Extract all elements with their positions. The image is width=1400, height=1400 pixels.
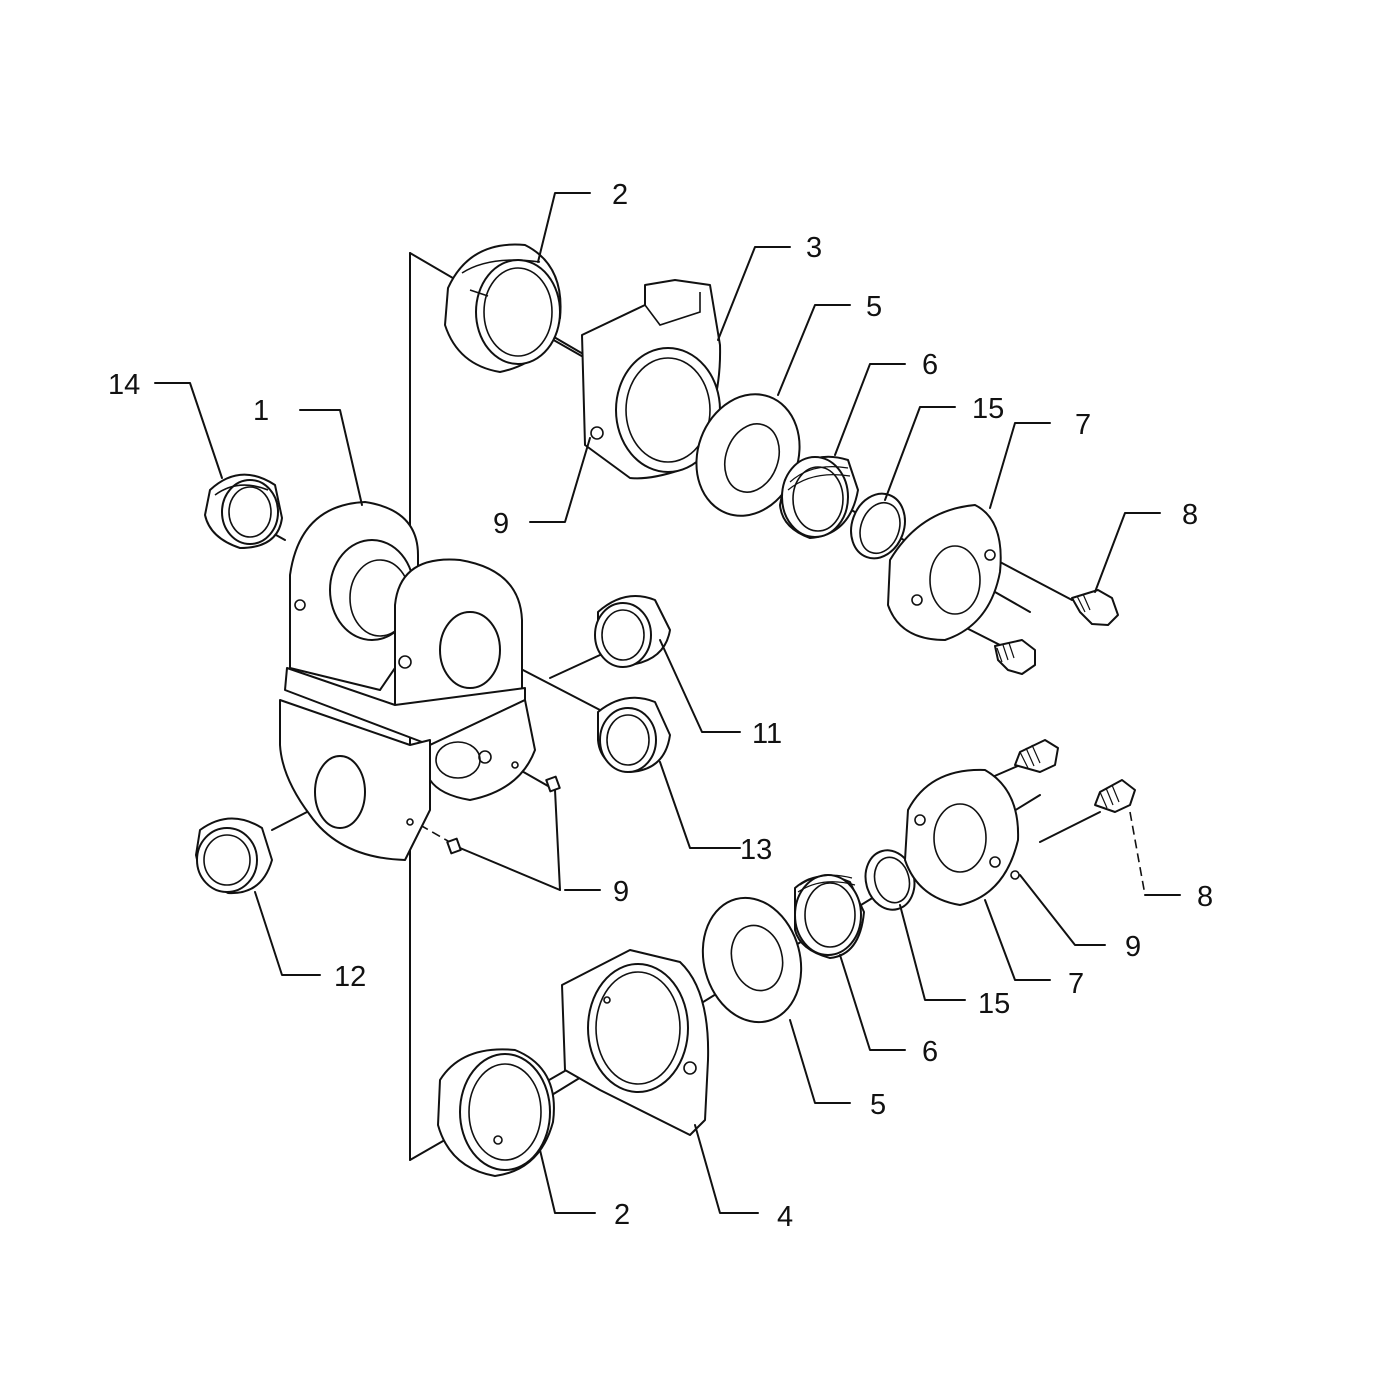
callout-8-lower: 8 xyxy=(1197,881,1213,913)
part-8-bolts-upper xyxy=(994,589,1119,675)
part-6-threaded-ring-lower xyxy=(794,874,865,959)
part-14-bushing xyxy=(204,473,283,549)
part-13-bushing xyxy=(597,696,671,773)
part-7-flange-lower xyxy=(904,768,1020,906)
part-9-set-screws xyxy=(446,775,561,855)
leader-lines xyxy=(154,192,1181,1214)
callout-8-upper: 8 xyxy=(1182,499,1198,531)
part-5-washer-lower xyxy=(701,896,803,1024)
callout-15-upper: 15 xyxy=(972,393,1004,425)
part-15-ring-upper xyxy=(850,492,906,560)
part-6-threaded-ring-upper xyxy=(779,455,859,539)
callout-9-middle: 9 xyxy=(613,876,629,908)
callout-7-upper: 7 xyxy=(1075,409,1091,441)
callout-2-lower: 2 xyxy=(614,1199,630,1231)
part-12-bushing xyxy=(195,817,273,895)
part-4-lower-block xyxy=(561,949,710,1136)
callout-15-lower: 15 xyxy=(978,988,1010,1020)
part-7-flange-upper xyxy=(887,504,1002,641)
callout-labels: 14 1 2 3 5 6 15 7 8 9 11 13 9 12 8 9 7 1… xyxy=(108,179,1213,1233)
callout-9-upper: 9 xyxy=(493,508,509,540)
part-2-bushing-lower xyxy=(437,1048,555,1177)
callout-12: 12 xyxy=(334,961,366,993)
callout-13: 13 xyxy=(740,834,772,866)
callout-5-upper: 5 xyxy=(866,291,882,323)
part-1-clevis-body xyxy=(279,501,536,861)
callout-14: 14 xyxy=(108,369,140,401)
callout-3: 3 xyxy=(806,232,822,264)
part-2-bushing-upper xyxy=(444,243,562,373)
part-8-bolts-lower xyxy=(1014,739,1136,813)
callout-6-upper: 6 xyxy=(922,349,938,381)
part-11-bushing xyxy=(594,595,671,668)
callout-7-lower: 7 xyxy=(1068,968,1084,1000)
callout-4: 4 xyxy=(777,1201,793,1233)
part-3-upper-block xyxy=(581,279,722,480)
callout-11: 11 xyxy=(752,718,782,750)
callout-9-lower: 9 xyxy=(1125,931,1141,963)
callout-5-lower: 5 xyxy=(870,1089,886,1121)
callout-6-lower: 6 xyxy=(922,1036,938,1068)
callout-1: 1 xyxy=(253,395,269,427)
callout-2-upper: 2 xyxy=(612,179,628,211)
